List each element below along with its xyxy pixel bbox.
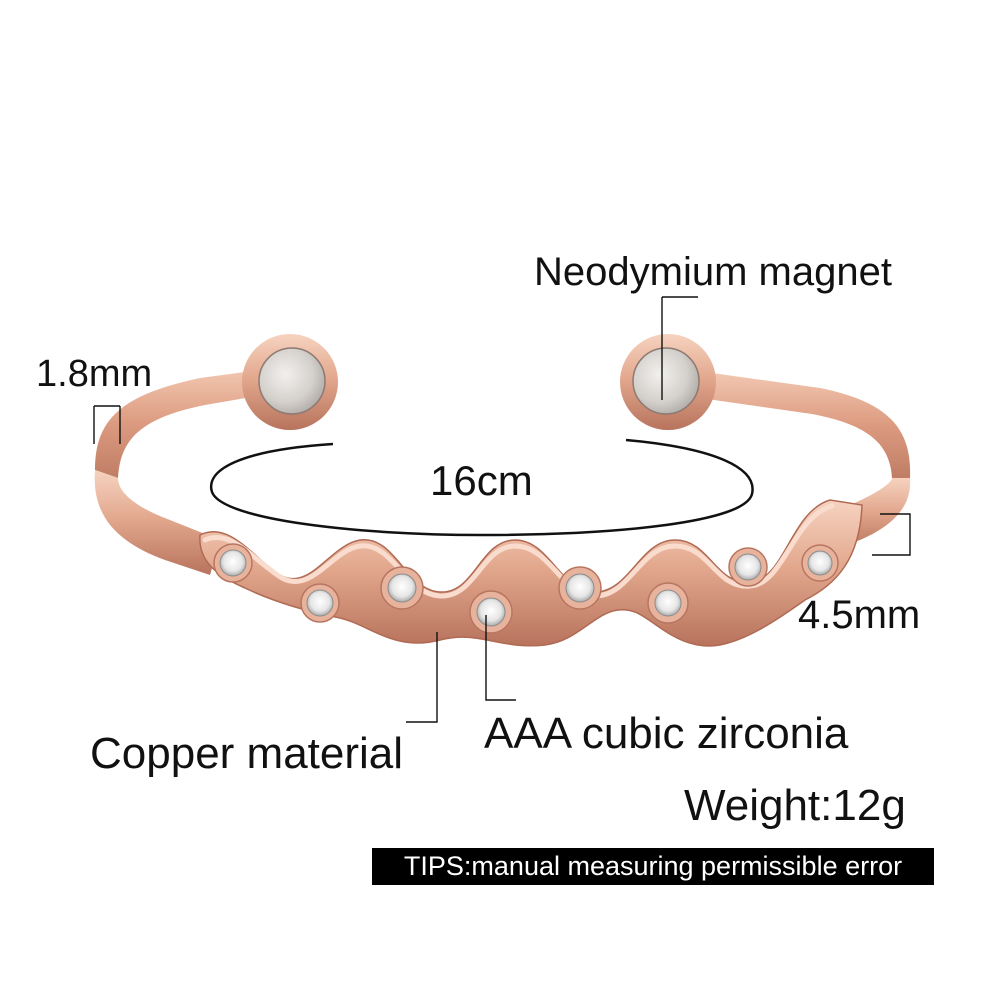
width-callout-line [93,405,121,444]
cuff-wave-highlight [202,503,835,599]
stone-label: AAA cubic zirconia [484,709,849,758]
material-callout-line [406,632,438,723]
zirconia-stones [213,543,839,634]
diameter-label: 16cm [430,457,533,504]
band-width-label: 1.8mm [36,353,153,395]
cuff-back-band [95,368,280,478]
tips-banner: TIPS:manual measuring permissible error [372,848,934,885]
callout-lines [93,296,911,723]
thickness-callout-line [872,513,911,556]
diameter-ellipse [209,438,754,537]
stone-callout-line [485,615,516,701]
left-magnet [258,347,326,415]
material-label: Copper material [90,729,404,778]
cuff-left-side [94,470,220,575]
weight-label: Weight:12g [684,781,906,830]
thickness-label: 4.5mm [798,593,921,637]
magnet-label: Neodymium magnet [534,250,892,294]
right-magnet [632,347,700,415]
magnet-callout-line [661,296,698,400]
cuff-back-band-right [700,372,911,478]
